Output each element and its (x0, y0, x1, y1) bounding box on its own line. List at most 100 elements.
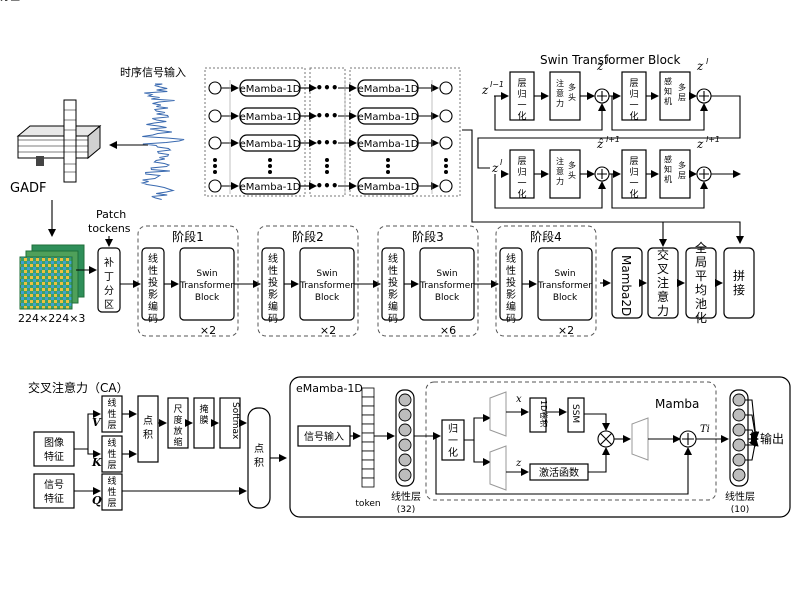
add-sign (597, 169, 607, 179)
emamba-col3-frame (349, 67, 461, 197)
softmax-text: Softmax (230, 402, 240, 440)
signal-feature-box (33, 473, 75, 509)
image-feature-b: 特征 (44, 451, 64, 463)
token-cell (361, 387, 375, 398)
z-out: z (696, 137, 704, 151)
layer-norm-text: 层归一化 (517, 156, 526, 200)
token-cell (361, 459, 375, 470)
grid-output-node (439, 136, 453, 150)
mlp-text-b: 感知机 (664, 76, 672, 106)
token-cell (361, 414, 375, 425)
mamba-title: Mamba (655, 397, 699, 411)
emamba-detail-title: eMamba-1D (296, 382, 363, 395)
activation-text: 激活函数 (539, 466, 579, 479)
emamba-col1-label: eMamba-1D (240, 139, 301, 150)
grid-input-node (208, 179, 222, 193)
residual-line (435, 436, 692, 495)
stage-2-frame (257, 225, 359, 337)
ellipsis-dot (213, 164, 217, 168)
ellipsis-h: ••• (315, 81, 338, 95)
ellipsis-dot (268, 164, 272, 168)
patch-partition-box (97, 247, 121, 313)
gadf-image-stack (19, 244, 85, 310)
multiply-sign (599, 432, 613, 446)
proj-out-trapezoid (631, 417, 649, 461)
token-cell (361, 477, 375, 488)
stage-4-frame (495, 225, 597, 337)
stage-3-proj-text: 线性投影编码 (388, 252, 398, 325)
residual-2 (611, 174, 708, 209)
token-cell (361, 441, 375, 452)
stage-2-swin-w1: Swin (316, 269, 337, 279)
layer-norm-box (509, 71, 535, 121)
linear-out-neuron (732, 453, 746, 467)
stage-4-proj-text: 线性投影编码 (506, 252, 516, 325)
mlp-text-a: 多层 (678, 82, 686, 102)
ellipsis-dot (444, 170, 448, 174)
linear-q-box (101, 473, 123, 511)
z-label: z (515, 458, 522, 469)
ellipsis-dot (386, 164, 390, 168)
stage-3-swin-w1: Swin (436, 269, 457, 279)
stage-3-name: 阶段3 (412, 229, 444, 244)
linear-v-text: 线性层 (107, 397, 116, 431)
conv-box (529, 397, 547, 433)
stages-row: 阶段1线性投影编码SwinTransformerBlock×2阶段2线性投影编码… (120, 225, 597, 337)
ssm-to-mul (584, 413, 610, 431)
stage-1-name: 阶段1 (172, 229, 204, 244)
img-to-v (74, 410, 101, 450)
token-cell (361, 432, 375, 443)
stage-4-swin-w2: Transformer (537, 281, 592, 291)
mlp-box (659, 71, 691, 121)
global-pool-text: 全局平均池化 (695, 240, 707, 325)
ellipsis-dot (213, 158, 217, 162)
z-input: z (481, 83, 489, 97)
msa-text-b: 注意力 (556, 78, 564, 108)
proj-z-trapezoid (489, 445, 507, 491)
ti-label: Ti (700, 424, 710, 435)
add-sign (597, 91, 607, 101)
layer-norm-box-2 (621, 71, 647, 121)
ca-title: 交叉注意力（CA） (28, 380, 129, 395)
stage-2-proj-text: 线性投影编码 (268, 252, 278, 325)
grid-input-node (208, 136, 222, 150)
stage-1-mult: ×2 (200, 324, 216, 337)
patch-tokens-label: Patch tockens (88, 208, 131, 235)
linear-in-neuron (398, 408, 412, 422)
emamba-col1-label: eMamba-1D (240, 112, 301, 123)
mamba-frame (425, 381, 717, 501)
stage-1-swin-w2: Transformer (179, 281, 234, 291)
linear-out-fan (745, 438, 759, 461)
z-hat: ẑ (596, 137, 604, 151)
scale-text: 尺度放缩 (173, 404, 182, 448)
linear-out-neuron (732, 438, 746, 452)
stage-4-swin-box (537, 247, 593, 321)
linear-in-neuron (398, 423, 412, 437)
linear-in-neuron (398, 468, 412, 482)
residual-1 (494, 174, 606, 209)
image-size-label: 224×224×3 (18, 312, 85, 325)
emamba-col3-label: eMamba-1D (358, 182, 419, 193)
linear-q-text: 线性层 (107, 475, 116, 509)
ellipsis-h: ••• (315, 109, 338, 123)
stage-1-proj-text: 线性投影编码 (148, 252, 158, 325)
z-hat-sup: l+1 (606, 135, 620, 144)
ellipsis-dot (386, 170, 390, 174)
linear-in-neuron (398, 393, 412, 407)
proj-x-trapezoid (489, 391, 507, 437)
stage-2-mult: ×2 (320, 324, 336, 337)
linear-out-dim: (10) (731, 505, 749, 515)
token-cell (361, 396, 375, 407)
ellipsis-h: ••• (315, 136, 338, 150)
stage-1-swin-w1: Swin (196, 269, 217, 279)
signal-input-label: 时序信号输入 (120, 65, 186, 79)
emamba-col1-frame (204, 67, 306, 197)
concat-box (723, 247, 755, 319)
linear-out-label: 线性层 (725, 490, 755, 503)
ellipsis-dot (325, 170, 329, 174)
msa-text-a: 多头 (568, 82, 576, 102)
linear-in-label: 线性层 (391, 490, 421, 503)
